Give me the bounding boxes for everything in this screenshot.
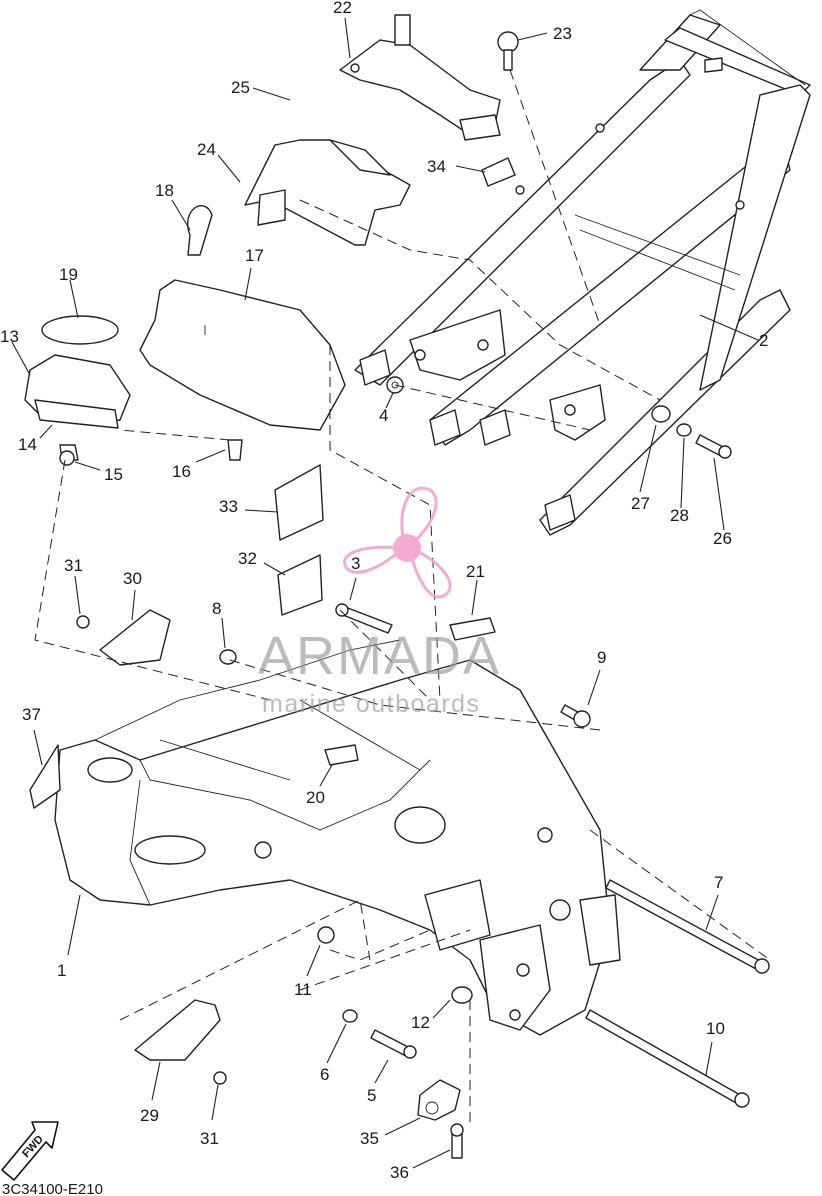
callout-19: 19 [59, 265, 78, 284]
collar-12 [451, 986, 473, 1004]
callout-35: 35 [360, 1129, 379, 1148]
callout-31-lower: 31 [200, 1129, 219, 1148]
cover-plate-part [244, 139, 411, 246]
callout-numbers: 1 2 3 4 5 6 7 8 9 10 11 12 13 14 15 16 1… [0, 0, 768, 1182]
callout-4: 4 [379, 406, 388, 425]
watermark-tagline: marine outboards [262, 690, 481, 718]
fwd-arrow-icon: FWD [1, 1121, 59, 1181]
drawing-code: 3C34100-E210 [2, 1181, 103, 1196]
bolt-3 [335, 603, 393, 634]
heat-shield-part [139, 279, 346, 431]
duct-assembly-part [24, 315, 131, 461]
label-32 [277, 554, 323, 616]
bracket-35 [417, 1079, 461, 1121]
callout-37: 37 [22, 705, 41, 724]
callout-12: 12 [411, 1013, 430, 1032]
bush-28 [676, 423, 692, 437]
propeller-logo-icon [343, 486, 452, 599]
label-33 [274, 464, 324, 541]
callout-18: 18 [155, 181, 174, 200]
callout-6: 6 [320, 1065, 329, 1084]
callout-11: 11 [294, 980, 312, 999]
callout-13: 13 [0, 327, 19, 346]
callout-28: 28 [670, 506, 689, 525]
callout-14: 14 [18, 435, 37, 454]
washer-6 [342, 1009, 358, 1023]
callout-21: 21 [466, 562, 485, 581]
callout-26: 26 [713, 529, 732, 548]
bolt-36 [450, 1123, 464, 1159]
callout-33: 33 [219, 497, 238, 516]
callout-17: 17 [245, 246, 264, 265]
bolt-5 [370, 1029, 417, 1059]
callout-5: 5 [367, 1086, 376, 1105]
grommet-15 [59, 450, 75, 466]
callout-7: 7 [714, 873, 723, 892]
nut-11 [317, 926, 335, 944]
bolt-9 [560, 704, 591, 728]
main-frame-part [54, 639, 621, 1036]
callout-8: 8 [212, 599, 221, 618]
callout-16: 16 [172, 462, 191, 481]
callout-9: 9 [597, 648, 606, 667]
callout-25: 25 [231, 78, 250, 97]
callout-20: 20 [306, 788, 325, 807]
callout-23: 23 [553, 24, 572, 43]
bracket-18-part [187, 205, 213, 256]
screw-31-lower [213, 1071, 227, 1085]
bolt-26 [695, 434, 732, 459]
cover-29 [134, 999, 221, 1061]
assembly-lines [34, 69, 771, 1125]
callout-27: 27 [631, 494, 650, 513]
callout-3: 3 [351, 554, 360, 573]
pad-34 [481, 157, 516, 187]
callout-32: 32 [238, 549, 257, 568]
plate-20 [324, 744, 359, 766]
collar-8 [219, 649, 237, 665]
watermark: ARMADA marine outboards [258, 486, 501, 718]
watermark-brand: ARMADA [258, 626, 501, 686]
callout-15: 15 [104, 465, 123, 484]
damper-21 [449, 617, 496, 641]
callout-29: 29 [140, 1106, 159, 1125]
seat-bracket-part [339, 14, 501, 141]
callout-1: 1 [57, 961, 66, 980]
screw-31-upper [76, 615, 90, 629]
label-37 [29, 744, 61, 809]
bolt-10 [585, 1009, 750, 1108]
callout-34: 34 [427, 157, 446, 176]
bolt-7 [605, 879, 770, 974]
callout-22: 22 [333, 0, 352, 17]
callout-2: 2 [759, 331, 768, 350]
callout-36: 36 [390, 1163, 409, 1182]
callout-24: 24 [197, 140, 216, 159]
callout-30: 30 [123, 569, 142, 588]
collar-27 [651, 405, 671, 423]
screw-23 [497, 31, 519, 71]
callout-10: 10 [706, 1019, 725, 1038]
callout-31-upper: 31 [64, 556, 83, 575]
leader-lines [11, 17, 759, 1169]
clip-16 [227, 439, 243, 461]
cover-30 [99, 609, 171, 666]
